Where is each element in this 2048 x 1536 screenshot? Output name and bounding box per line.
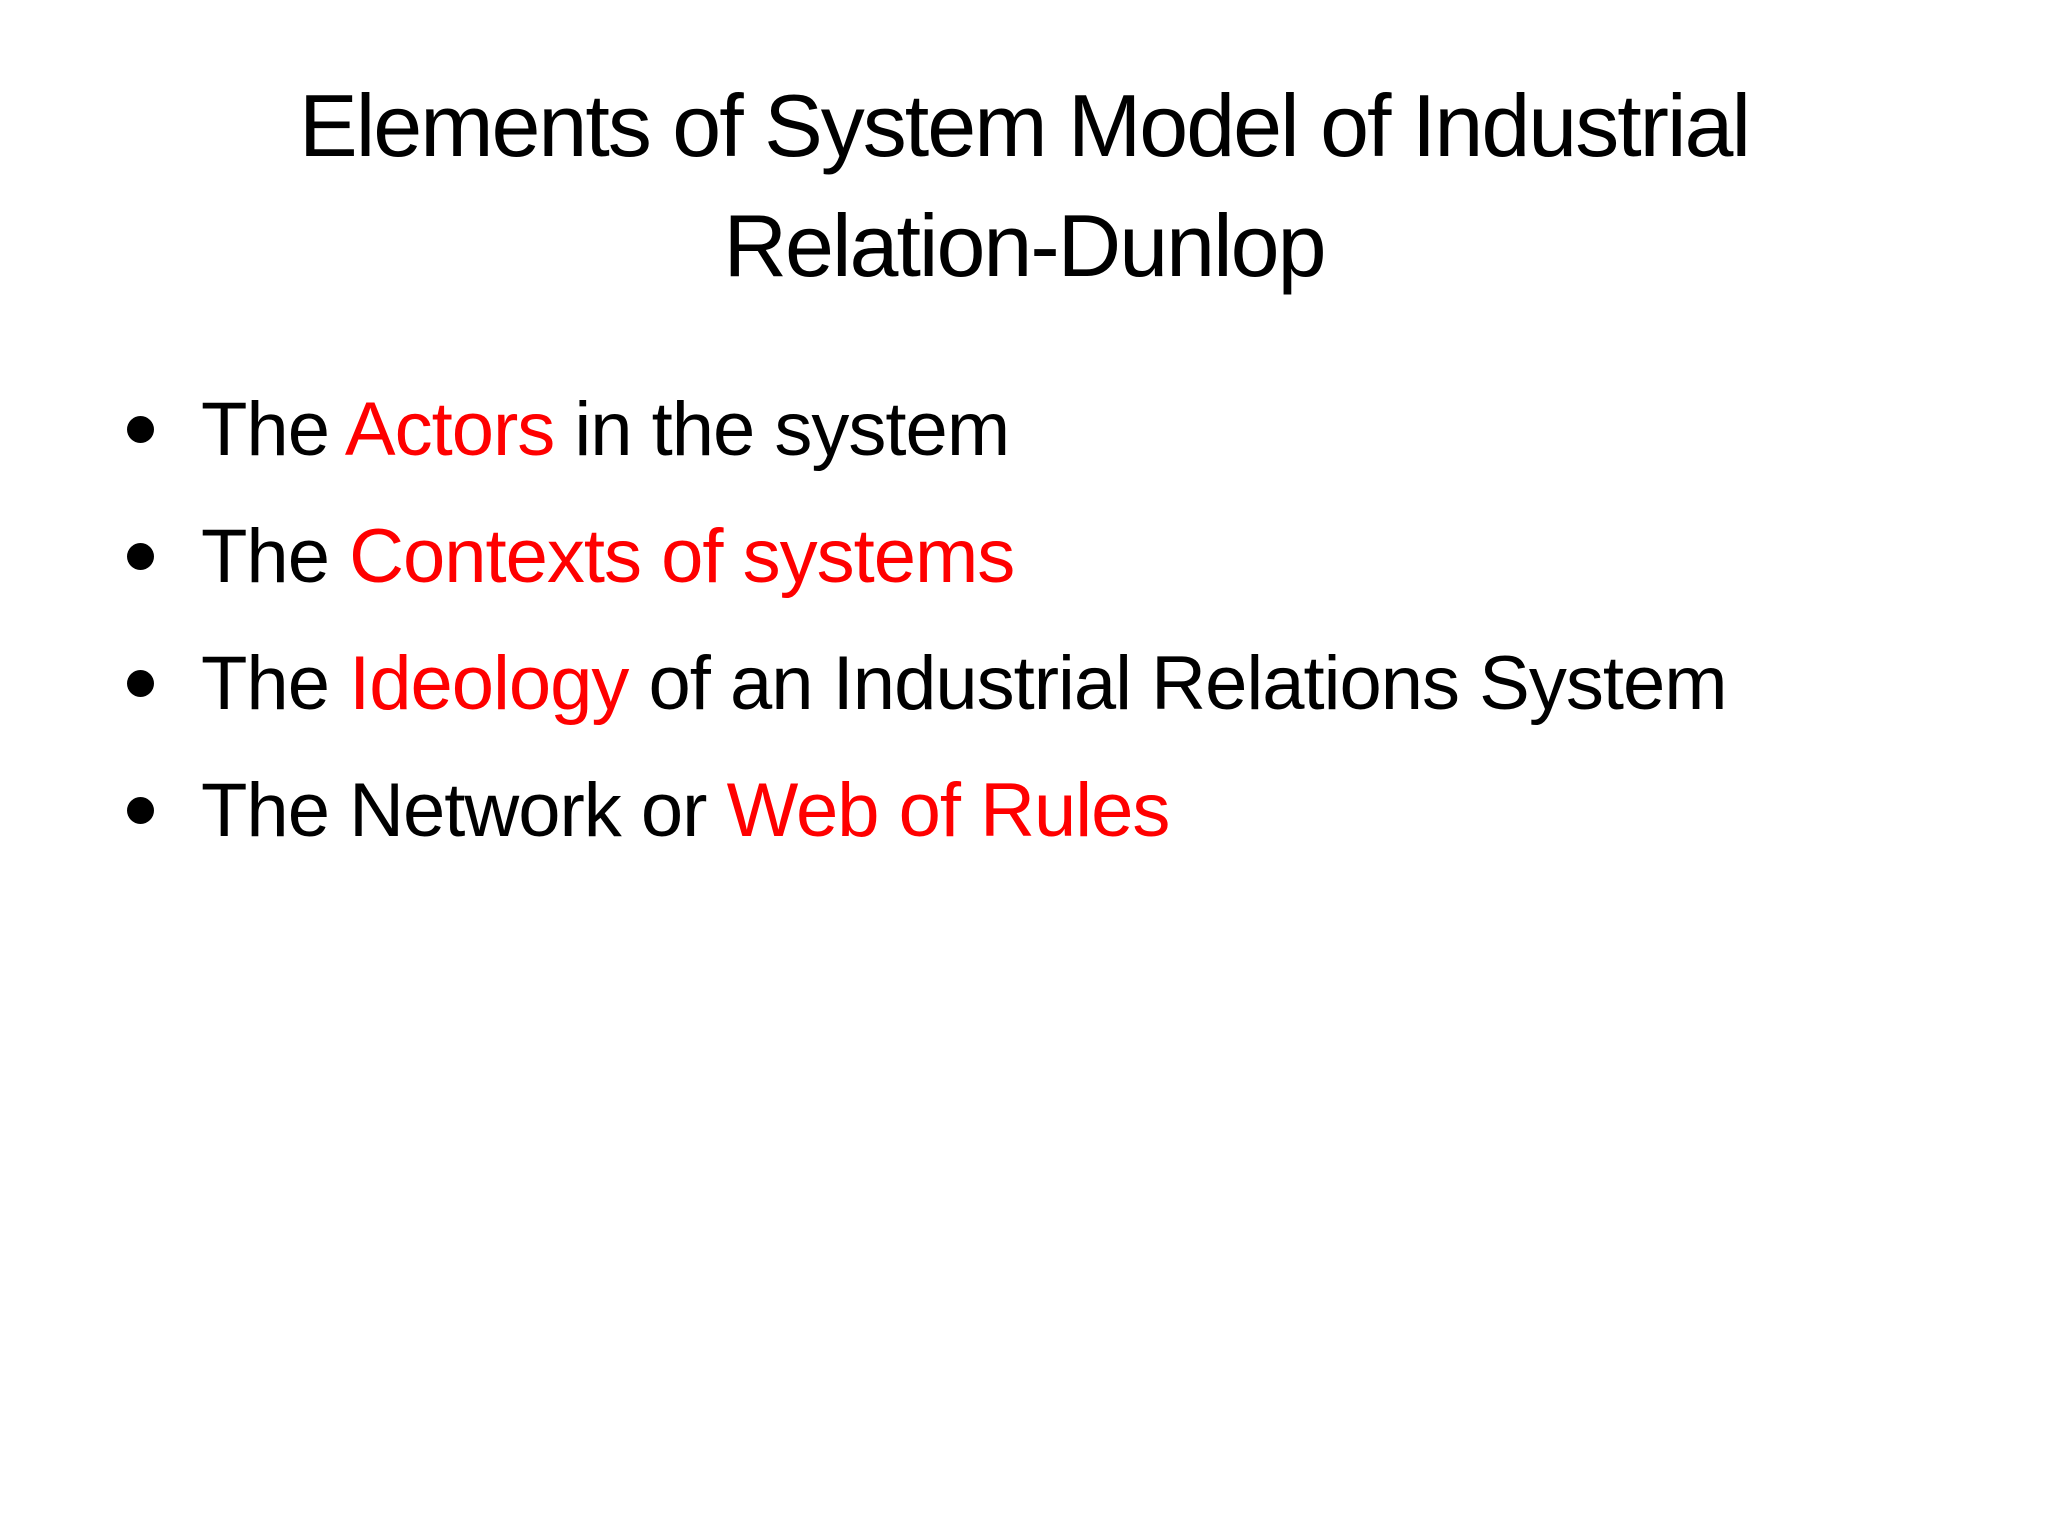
bullet-text-segment: Contexts of systems bbox=[349, 514, 1015, 599]
bullet-text-segment: The bbox=[201, 514, 350, 599]
bullet-text-segment: Ideology bbox=[349, 641, 629, 726]
bullet-text-segment: The bbox=[201, 387, 345, 472]
bullet-text-segment: of an Industrial Relations System bbox=[628, 641, 1728, 726]
bullet-icon bbox=[127, 416, 154, 443]
list-item: The Actors in the system bbox=[127, 366, 1988, 493]
bullet-text-segment: The Network or bbox=[201, 768, 727, 853]
bullet-text-segment: The bbox=[201, 641, 350, 726]
bullet-text-segment: Actors bbox=[344, 387, 555, 472]
list-item: The Network or Web of Rules bbox=[127, 747, 1988, 874]
slide-title: Elements of System Model of Industrial R… bbox=[0, 66, 2048, 306]
list-item: The Ideology of an Industrial Relations … bbox=[127, 620, 1988, 747]
slide-title-line1: Elements of System Model of Industrial bbox=[299, 76, 1751, 175]
bullet-icon bbox=[127, 670, 154, 697]
list-item: The Contexts of systems bbox=[127, 493, 1988, 620]
bullet-text-segment: Web of Rules bbox=[726, 768, 1171, 853]
bullet-text-segment: in the system bbox=[554, 387, 1010, 472]
bullet-icon bbox=[127, 543, 154, 570]
bullet-icon bbox=[127, 797, 154, 824]
slide-title-line2: Relation-Dunlop bbox=[723, 196, 1326, 295]
